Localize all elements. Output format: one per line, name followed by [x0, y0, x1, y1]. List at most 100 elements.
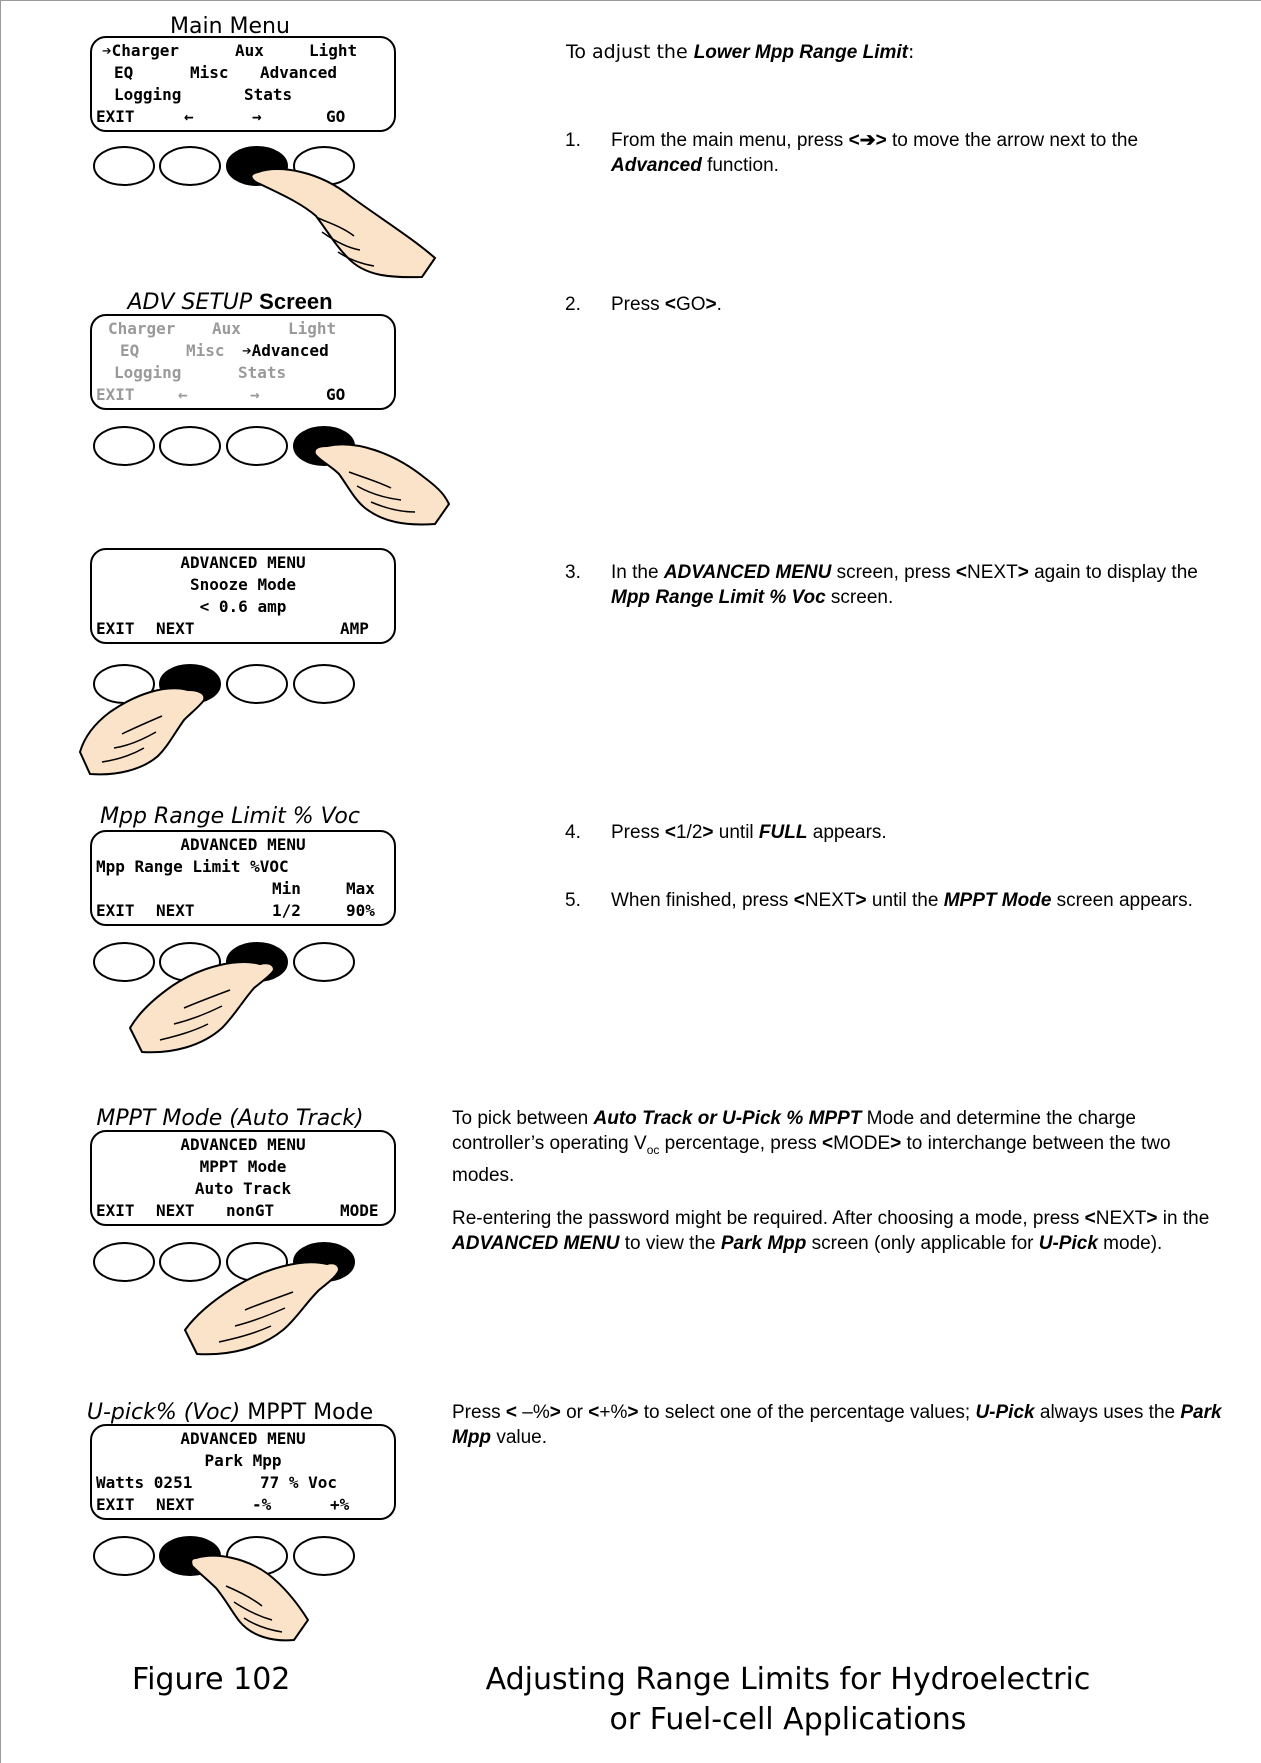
text-run: ADVANCED MENU: [663, 562, 832, 583]
keypad-button-icon[interactable]: [93, 1242, 155, 1282]
text-run: MPPT Mode: [943, 890, 1052, 911]
pointing-hand-icon: [313, 443, 451, 526]
lcd-text: Max: [346, 879, 375, 898]
lcd-snooze-mode: ADVANCED MENU Snooze Mode < 0.6 amp EXIT…: [90, 548, 396, 644]
text-run: screen.: [825, 587, 894, 608]
step-number: 1.: [565, 130, 581, 151]
text-run: Advanced: [611, 155, 702, 176]
lcd-mppt-mode: ADVANCED MENU MPPT Mode Auto Track EXIT N…: [90, 1130, 396, 1226]
text-run: ADVANCED MENU: [452, 1233, 620, 1254]
lcd-text: Auto Track: [194, 1179, 292, 1198]
step-number: 3.: [565, 562, 581, 583]
keypad: [90, 936, 410, 1106]
pointing-hand-icon: [78, 687, 206, 776]
text-run: >: [702, 822, 714, 843]
text-run: U-Pick: [975, 1402, 1035, 1423]
keypad-svg: [93, 1536, 355, 1642]
text-run: NEXT: [967, 562, 1018, 583]
lcd-text: EQ: [120, 341, 140, 360]
text-run: Auto Track or U-Pick % MPPT: [593, 1108, 862, 1129]
text-run: <➔>: [848, 130, 887, 151]
text-run: <: [664, 822, 676, 843]
lcd-text: Min: [272, 879, 301, 898]
lcd-text: ➔Advanced: [242, 341, 329, 360]
text-run: NEXT: [1095, 1208, 1147, 1229]
text-run: again to display the: [1028, 562, 1198, 583]
text-run: appears.: [807, 822, 887, 843]
lcd-text: MPPT Mode: [199, 1157, 287, 1176]
text-run: Re-entering the password might be requir…: [452, 1208, 1085, 1229]
keypad-button-icon[interactable]: [93, 1536, 155, 1576]
keypad-button-icon[interactable]: [93, 942, 155, 982]
lcd-text: ADVANCED MENU: [180, 1429, 306, 1448]
text-run: <: [955, 562, 968, 583]
lcd-text: EQ: [114, 63, 134, 82]
step-4: 4. Press <1/2> until FULL appears.: [565, 820, 1211, 845]
text-run: Press: [611, 822, 665, 843]
lcd-text: EXIT: [96, 385, 135, 404]
text-run: screen, press: [831, 562, 956, 583]
text-run: to select one of the percentage values;: [638, 1402, 976, 1423]
arrow-right-icon: →: [252, 107, 262, 126]
text-run: MODE: [833, 1133, 891, 1154]
lcd-text: 90%: [346, 901, 375, 920]
lcd-text: MODE: [340, 1201, 379, 1220]
keypad-button-icon[interactable]: [226, 664, 288, 704]
lcd-text: NEXT: [156, 619, 195, 638]
keypad: [90, 140, 437, 310]
text-run: >: [705, 294, 717, 315]
arrow-left-icon: ←: [184, 107, 194, 126]
lcd-text: EXIT: [96, 1495, 135, 1514]
text-run: Mode and determine the charge controller…: [452, 1108, 1136, 1154]
step-1: 1. From the main menu, press <➔> to move…: [565, 128, 1211, 178]
text-run: U-Pick: [1038, 1233, 1098, 1254]
keypad-button-icon[interactable]: [159, 1242, 221, 1282]
keypad-button-icon[interactable]: [93, 146, 155, 186]
figure-number: Figure 102: [132, 1662, 291, 1697]
text-run: to interchange between the two modes.: [452, 1133, 1171, 1186]
text-run: To pick between: [452, 1108, 594, 1129]
keypad-button-icon[interactable]: [293, 1536, 355, 1576]
text-run: to move the arrow next to the: [886, 130, 1139, 151]
arrow-left-icon: ←: [178, 385, 188, 404]
lcd-text: Charger: [108, 319, 176, 338]
lcd-text: ADVANCED MENU: [180, 553, 306, 572]
lcd-text: ADVANCED MENU: [180, 1135, 306, 1154]
caption-mppt-auto-text: MPPT Mode (Auto Track): [96, 1106, 364, 1131]
lcd-text: Stats: [244, 85, 293, 104]
lcd-text: GO: [326, 385, 346, 404]
lcd-text: 77 % Voc: [260, 1473, 338, 1492]
keypad-button-icon[interactable]: [93, 426, 155, 466]
text-run: Mpp Range Limit % Voc: [611, 587, 826, 608]
keypad-button-icon[interactable]: [226, 426, 288, 466]
step-5: 5. When finished, press <NEXT> until the…: [565, 888, 1211, 913]
lcd-text: 1/2: [272, 901, 301, 920]
lcd-text: AMP: [340, 619, 369, 638]
text-run: When finished, press: [611, 890, 794, 911]
keypad-button-icon[interactable]: [159, 146, 221, 186]
step-3: 3. In the ADVANCED MENU screen, press <N…: [565, 560, 1211, 610]
text-run: To adjust the: [566, 41, 694, 63]
lcd-text: EXIT: [96, 1201, 135, 1220]
text-run: value.: [491, 1427, 548, 1448]
caption-mpp-range: Mpp Range Limit % Voc: [50, 804, 410, 830]
caption-mppt-auto: MPPT Mode (Auto Track): [50, 1106, 410, 1132]
lcd-text: < 0.6 amp: [199, 597, 287, 616]
text-run: GO: [675, 294, 706, 315]
keypad-svg: [93, 146, 437, 279]
text-run: or: [560, 1402, 589, 1423]
lcd-text: Snooze Mode: [190, 575, 296, 594]
caption-upick-plain: MPPT Mode: [247, 1400, 374, 1425]
text-run: FULL: [758, 822, 808, 843]
lcd-text: EXIT: [96, 107, 135, 126]
lcd-text: Misc: [186, 341, 225, 360]
keypad-button-icon[interactable]: [159, 426, 221, 466]
keypad-button-icon[interactable]: [293, 664, 355, 704]
lcd-text: NEXT: [156, 1201, 195, 1220]
keypad: [90, 420, 451, 590]
text-run: Lower Mpp Range Limit: [693, 42, 908, 63]
text-run: >: [627, 1402, 639, 1423]
keypad-button-icon[interactable]: [293, 942, 355, 982]
lcd-text: Logging: [114, 85, 182, 104]
